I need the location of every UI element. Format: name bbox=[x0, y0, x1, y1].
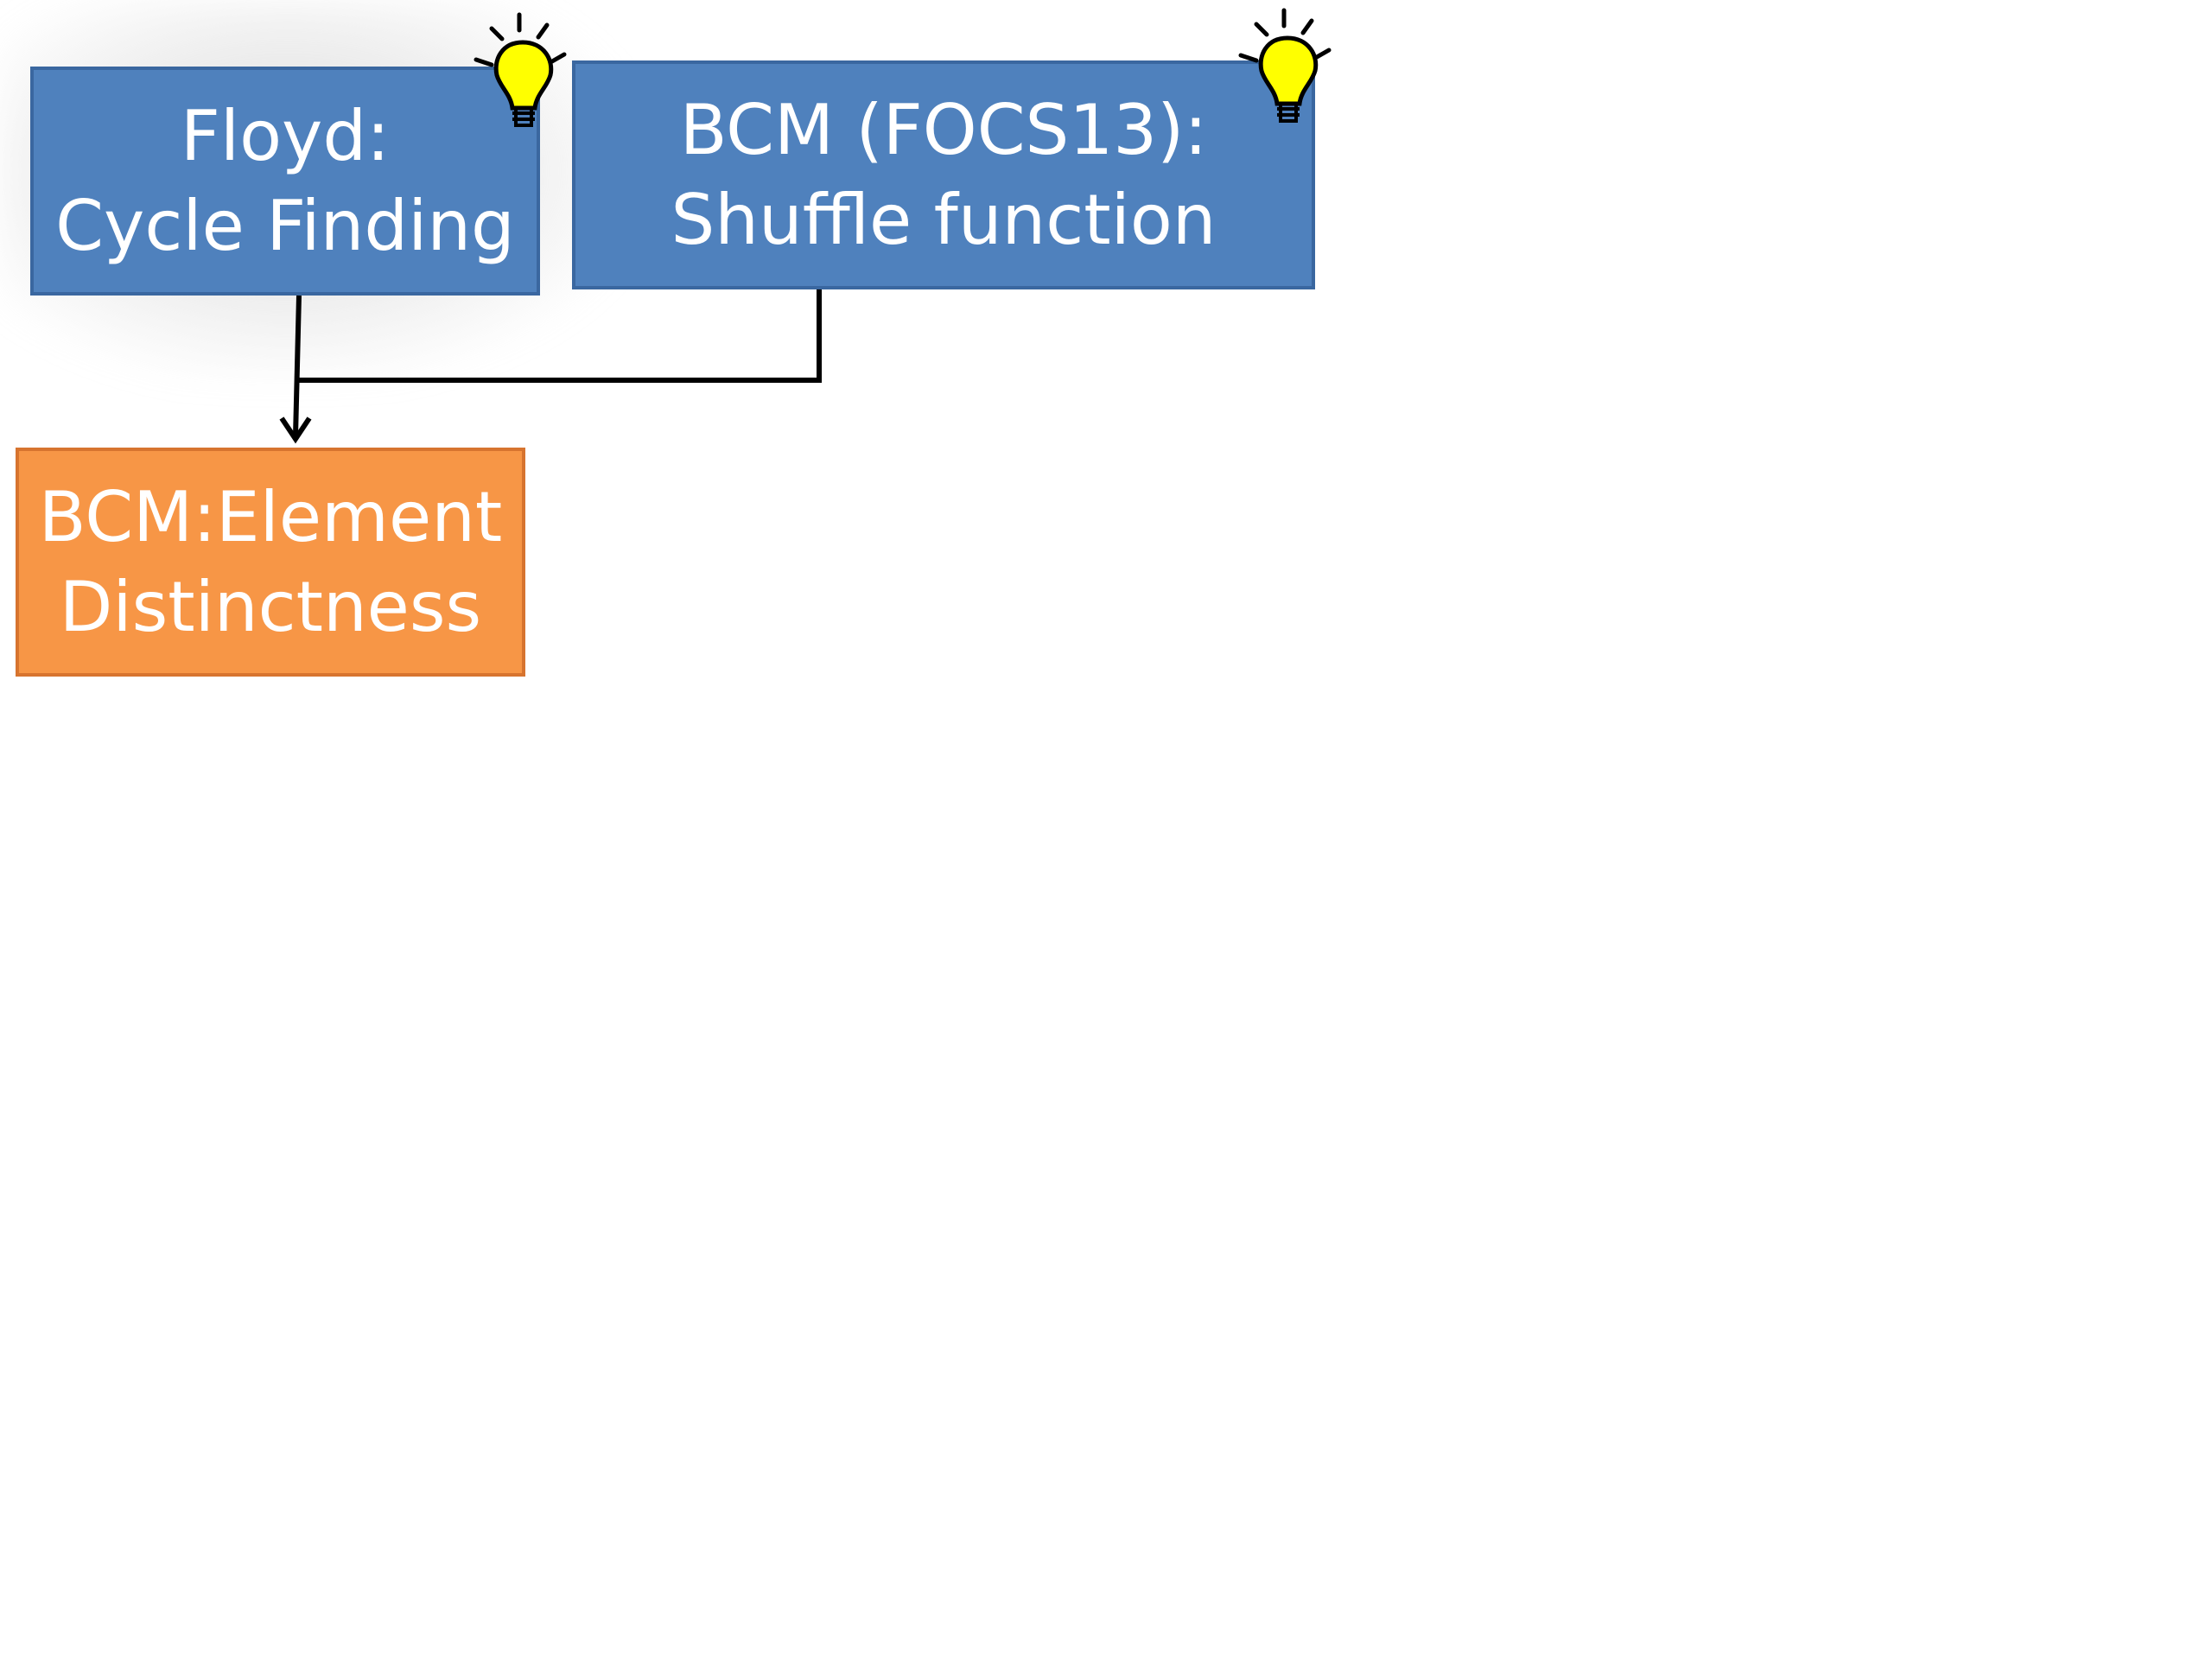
node-line: Shuffle function bbox=[671, 179, 1217, 260]
lightbulb-icon bbox=[474, 12, 567, 127]
node-line: Cycle Finding bbox=[55, 185, 515, 266]
node-bcm-shuffle-function: BCM (FOCS13): Shuffle function bbox=[572, 60, 1315, 289]
node-line: Distinctness bbox=[59, 566, 482, 647]
node-element-distinctness: BCM:Element Distinctness bbox=[16, 448, 525, 677]
arrowhead bbox=[279, 416, 312, 444]
node-line: BCM (FOCS13): bbox=[679, 89, 1208, 170]
lightbulb-icon bbox=[1238, 8, 1332, 123]
node-floyd-cycle-finding: Floyd: Cycle Finding bbox=[30, 67, 540, 296]
node-line: Floyd: bbox=[180, 95, 391, 176]
node-line: BCM:Element bbox=[38, 476, 503, 557]
